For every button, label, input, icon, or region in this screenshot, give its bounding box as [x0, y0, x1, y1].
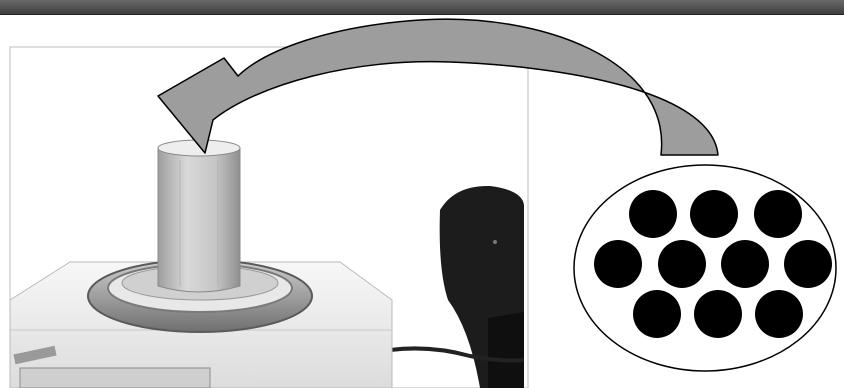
- particle-7: [784, 240, 832, 288]
- sample-cylinder: [158, 140, 240, 292]
- balance-photo: [10, 47, 528, 388]
- particle-5: [658, 240, 706, 288]
- particle-6: [721, 240, 769, 288]
- particle-9: [694, 290, 742, 338]
- particle-ellipse: [574, 165, 836, 371]
- particle-10: [755, 290, 803, 338]
- particle-4: [594, 240, 642, 288]
- particle-1: [629, 190, 677, 238]
- particle-2: [690, 190, 738, 238]
- particle-8: [633, 290, 681, 338]
- particle-3: [754, 190, 802, 238]
